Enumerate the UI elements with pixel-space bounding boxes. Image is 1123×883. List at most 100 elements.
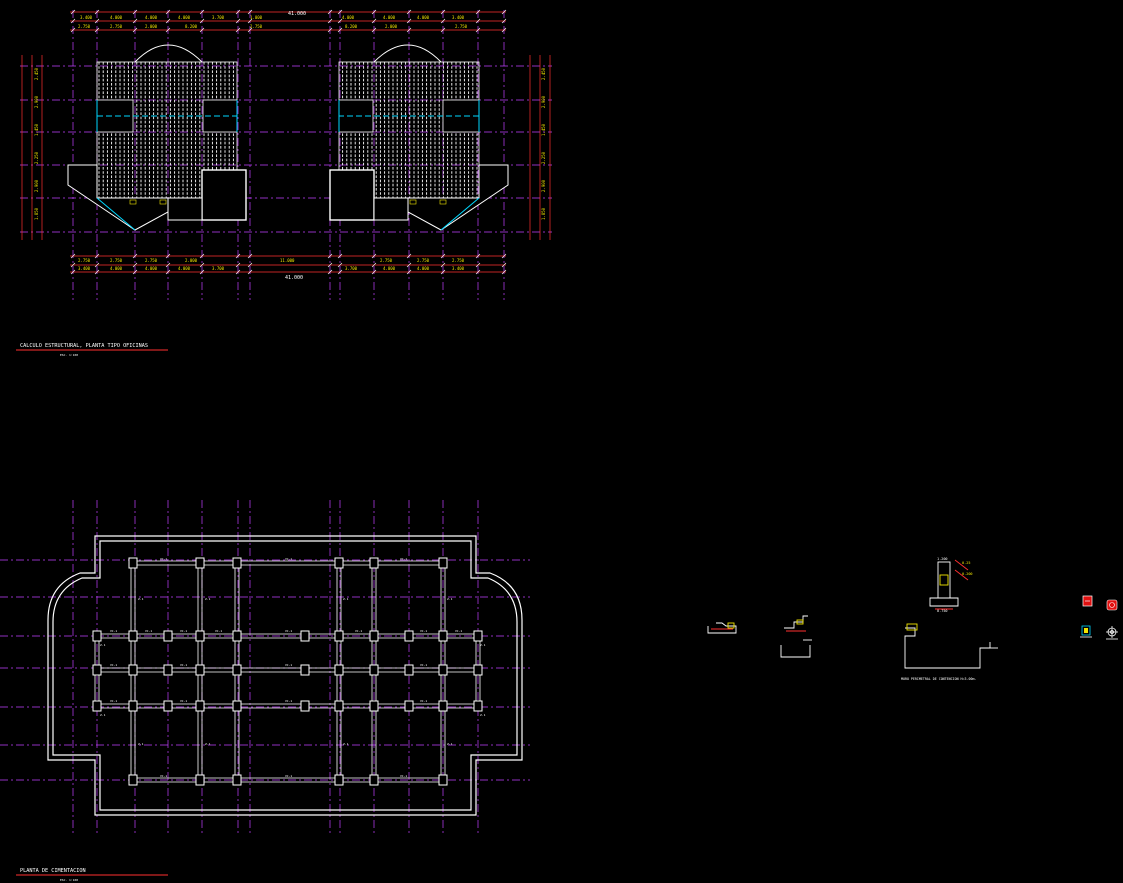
footing <box>232 700 242 712</box>
retaining-wall-dim-b: 0.200 <box>962 572 973 576</box>
dim-text: 3.400 <box>80 15 93 20</box>
dim-text: 4.000 <box>178 15 191 20</box>
dim-tick <box>199 27 205 33</box>
dim-tick <box>94 253 100 259</box>
dim-text-side: 2.450 <box>541 67 546 80</box>
beam-tag: VC-1 <box>420 663 427 667</box>
dim-tick <box>475 253 481 259</box>
dim-tick <box>199 269 205 275</box>
footing-tag: Z-1 <box>100 713 106 717</box>
dim-tick <box>371 9 377 15</box>
footing-tag: Z-1 <box>138 597 144 601</box>
slab-right <box>329 44 509 231</box>
dim-tick <box>406 262 412 268</box>
dim-tick <box>475 9 481 15</box>
dim-text: 2.750 <box>455 24 468 29</box>
footing-tag: Z-1 <box>100 643 106 647</box>
beam-tag: VC-1 <box>180 663 187 667</box>
footing-tag: Z-1 <box>343 597 349 601</box>
beam-tag: VC-1 <box>285 663 292 667</box>
beam-tag: VC-1 <box>420 629 427 633</box>
footing <box>195 774 205 786</box>
dim-tick <box>94 9 100 15</box>
dim-tick <box>132 27 138 33</box>
footing-tag: Z-1 <box>447 742 453 746</box>
footing <box>232 774 242 786</box>
footing-tag: Z-1 <box>205 742 211 746</box>
footing <box>128 557 138 569</box>
footing <box>232 664 242 676</box>
dim-text: 3.700 <box>212 266 225 271</box>
dim-tick <box>94 262 100 268</box>
dim-tick <box>371 27 377 33</box>
dim-tick <box>247 269 253 275</box>
dim-tick <box>501 9 507 15</box>
dim-tick <box>440 253 446 259</box>
footing <box>438 664 448 676</box>
dim-tick <box>406 269 412 275</box>
foundation-perimeter-inner <box>52 540 518 811</box>
dim-tick <box>165 27 171 33</box>
footing <box>334 630 344 642</box>
footing <box>334 774 344 786</box>
dim-tick <box>235 269 241 275</box>
dim-tick <box>440 18 446 24</box>
footing <box>128 664 138 676</box>
beam-tag: VC-1 <box>110 663 117 667</box>
footing <box>369 630 379 642</box>
beam-tag: VC-1 <box>400 557 407 561</box>
foundation-axis-lines <box>0 500 530 835</box>
dim-tick <box>475 18 481 24</box>
slab-left <box>67 44 247 231</box>
dim-text-side: 1.450 <box>541 123 546 136</box>
dim-tick <box>337 27 343 33</box>
retaining-wall-dim-a: 0.25 <box>962 561 970 565</box>
footing <box>334 664 344 676</box>
dim-text-side: 2.450 <box>34 67 39 80</box>
dim-text: 2.000 <box>385 24 398 29</box>
beam-tag: VC-1 <box>110 629 117 633</box>
dim-text: 3.400 <box>452 266 465 271</box>
footing <box>232 630 242 642</box>
retaining-wall-section <box>904 559 998 669</box>
dim-text: 2.750 <box>110 24 123 29</box>
dim-tick <box>132 269 138 275</box>
dim-tick <box>132 262 138 268</box>
dim-tick <box>327 262 333 268</box>
footing <box>438 630 448 642</box>
footing-tag: Z-1 <box>480 643 486 647</box>
dim-tick <box>165 262 171 268</box>
dim-text-side: 2.900 <box>34 95 39 108</box>
arch <box>134 44 203 63</box>
column-symbol <box>1080 625 1092 638</box>
detail-step-1 <box>707 622 737 634</box>
dim-tick <box>501 262 507 268</box>
construction-details: 1.200 0.25 0.200 0.750 MURO PERIMETRAL D… <box>707 557 998 681</box>
top-plan-overall-dim-bottom: 41.000 <box>285 275 303 281</box>
beam-tag: VC-1 <box>285 699 292 703</box>
dim-text: 3.400 <box>452 15 465 20</box>
dim-tick <box>371 253 377 259</box>
footing <box>195 664 205 676</box>
dim-text: 2.750 <box>78 24 91 29</box>
footing <box>369 700 379 712</box>
dim-tick <box>235 262 241 268</box>
dim-text-side: 2.250 <box>34 151 39 164</box>
dim-text: 2.750 <box>452 258 465 263</box>
dim-tick <box>247 262 253 268</box>
red-circle-symbol <box>1106 599 1118 611</box>
footing <box>195 700 205 712</box>
dim-text: 4.000 <box>417 15 430 20</box>
dim-text: 3.700 <box>212 15 225 20</box>
footing <box>92 700 102 712</box>
dim-tick <box>165 269 171 275</box>
dim-tick <box>94 18 100 24</box>
footing <box>128 700 138 712</box>
dim-text: 8.200 <box>345 24 358 29</box>
beam-tag: VC-1 <box>285 629 292 633</box>
footing <box>300 664 310 676</box>
beam-tag: VC-1 <box>455 629 462 633</box>
footing <box>438 557 448 569</box>
